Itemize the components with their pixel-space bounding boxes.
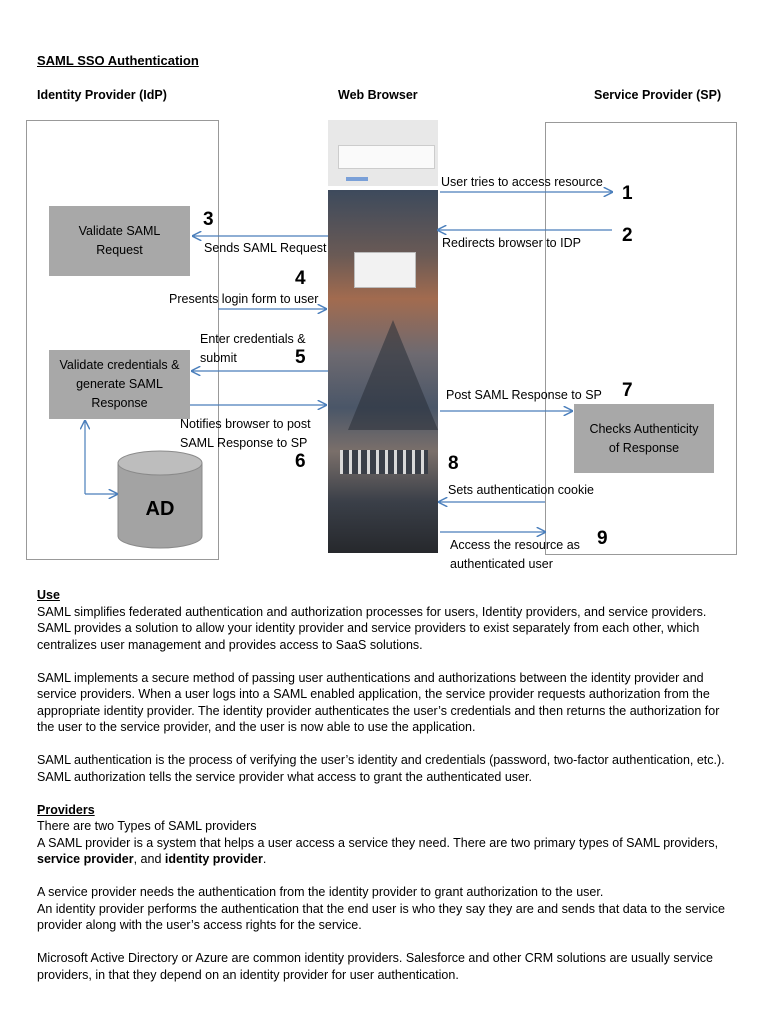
step-2-number: 2 (622, 225, 633, 247)
step-8-label: Sets authentication cookie (448, 481, 594, 500)
step-9-label: Access the resource as authenticated use… (450, 536, 590, 574)
use-heading: Use (37, 587, 737, 604)
providers-paragraph-2b: An identity provider performs the authen… (37, 901, 737, 934)
step-6-number: 6 (295, 451, 306, 473)
step-1-number: 1 (622, 183, 633, 205)
providers-line-1: There are two Types of SAML providers (37, 818, 737, 835)
identity-provider-term: identity provider (165, 852, 263, 866)
step-3-number: 3 (203, 209, 214, 231)
step-6-label: Notifies browser to post SAML Response t… (180, 415, 325, 453)
step-4-label: Presents login form to user (169, 290, 318, 309)
use-section: Use SAML simplifies federated authentica… (37, 587, 737, 983)
step-1-label: User tries to access resource (441, 173, 603, 192)
step-7-number: 7 (622, 380, 633, 402)
step-5-number: 5 (295, 347, 306, 369)
providers-heading: Providers (37, 802, 737, 819)
step-2-label: Redirects browser to IDP (442, 234, 581, 253)
step-9-number: 9 (597, 528, 608, 550)
providers-paragraph-2a: A service provider needs the authenticat… (37, 884, 737, 901)
step-4-number: 4 (295, 268, 306, 290)
step-8-number: 8 (448, 453, 459, 475)
providers-line-2-sep: , and (134, 852, 165, 866)
use-paragraph-2: SAML implements a secure method of passi… (37, 670, 737, 736)
flow-arrows (0, 0, 768, 600)
providers-paragraph-3: Microsoft Active Directory or Azure are … (37, 950, 737, 983)
providers-line-2-text: A SAML provider is a system that helps a… (37, 836, 718, 850)
use-paragraph-3: SAML authentication is the process of ve… (37, 752, 737, 785)
providers-line-2: A SAML provider is a system that helps a… (37, 835, 737, 868)
step-3-label: Sends SAML Request (204, 239, 327, 258)
service-provider-term: service provider (37, 852, 134, 866)
step-7-label: Post SAML Response to SP (446, 386, 602, 405)
use-paragraph-1: SAML simplifies federated authentication… (37, 604, 737, 654)
providers-line-2-end: . (263, 852, 266, 866)
